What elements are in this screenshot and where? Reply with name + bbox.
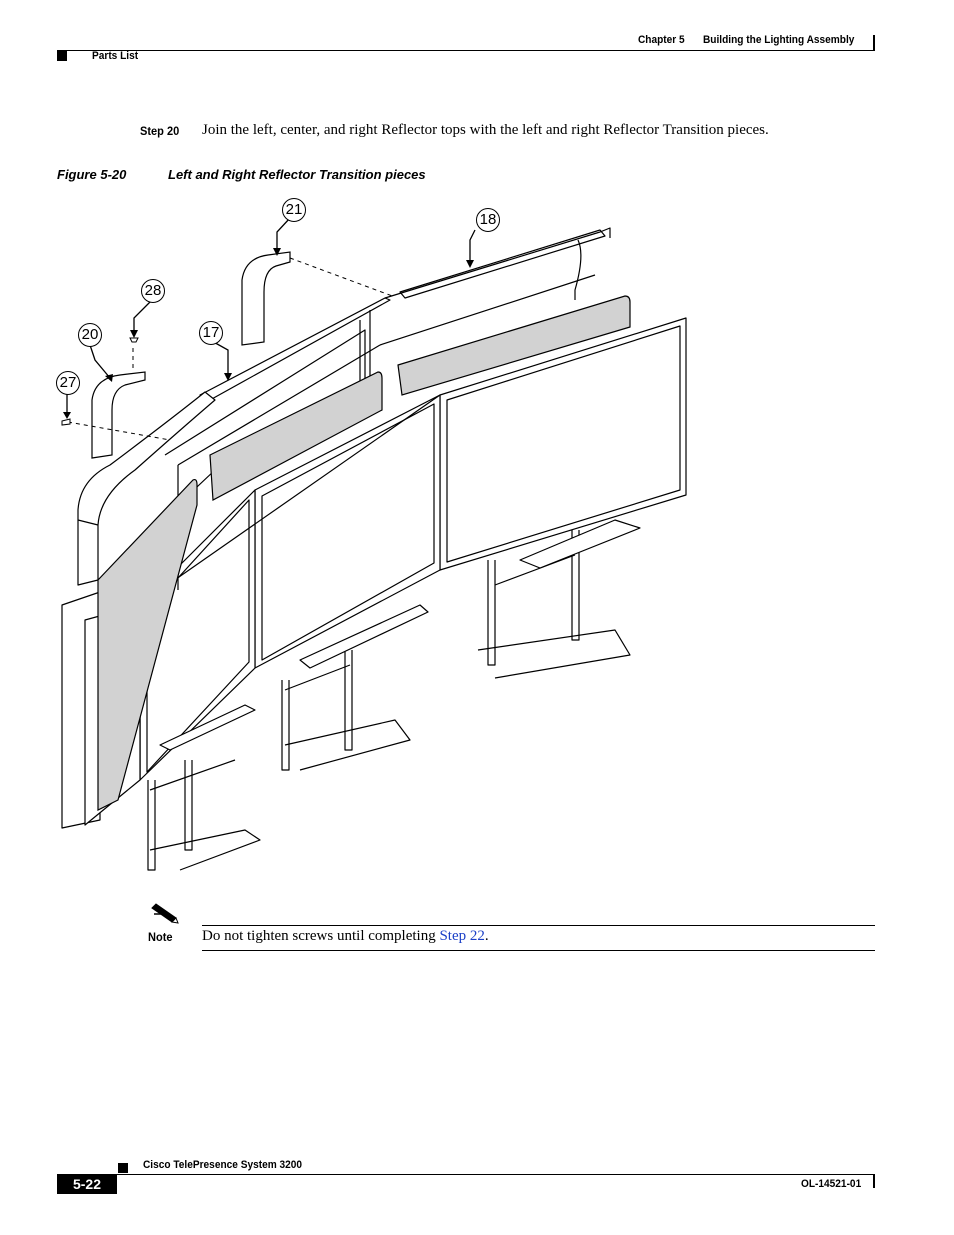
reflector-assembly-illustration <box>61 217 687 871</box>
callout-28: 28 <box>141 279 165 303</box>
left-display-panel <box>146 499 250 773</box>
transition-piece-right <box>241 251 291 346</box>
footer-product: Cisco TelePresence System 3200 <box>143 1159 303 1171</box>
reflector-side-left <box>77 391 216 586</box>
header-rule-right <box>873 35 875 50</box>
reflector-panel-center <box>209 371 383 501</box>
screw-28 <box>129 337 139 343</box>
note-label: Note <box>148 930 173 944</box>
figure-title: Left and Right Reflector Transition piec… <box>168 167 426 182</box>
footer-doc-id: OL-14521-01 <box>801 1178 862 1190</box>
callout-17: 17 <box>199 321 223 345</box>
header-chapter: Chapter 5 <box>638 34 685 46</box>
note-rule-top <box>202 925 875 926</box>
header-block-marker <box>57 51 67 61</box>
callout-20: 20 <box>78 323 102 347</box>
footer-rule <box>57 1174 875 1175</box>
header-section: Parts List <box>92 50 139 62</box>
header-chapter-title: Building the Lighting Assembly <box>703 34 855 46</box>
step-22-link[interactable]: Step 22 <box>439 928 485 944</box>
step-label: Step 20 <box>140 124 180 138</box>
note-pencil-icon <box>151 903 179 924</box>
reflector-panel-left <box>97 478 198 811</box>
center-display-panel <box>261 403 435 661</box>
callout-21: 21 <box>282 198 306 222</box>
note-rule-bottom <box>202 950 875 951</box>
callout-18: 18 <box>476 208 500 232</box>
header-rule <box>57 50 875 51</box>
note-text: Do not tighten screws until completing S… <box>202 928 489 944</box>
screw-27 <box>61 418 71 426</box>
right-display-panel <box>446 325 681 563</box>
callout-27: 27 <box>56 371 80 395</box>
reflector-panel-right <box>397 295 631 396</box>
footer-block-marker <box>118 1163 128 1173</box>
step-text: Join the left, center, and right Reflect… <box>202 122 769 138</box>
figure-number: Figure 5-20 <box>57 167 127 182</box>
reflector-top-right <box>399 229 606 299</box>
transition-piece-left <box>91 371 146 459</box>
page-number: 5-22 <box>57 1174 117 1194</box>
footer-rule-right <box>873 1174 875 1188</box>
